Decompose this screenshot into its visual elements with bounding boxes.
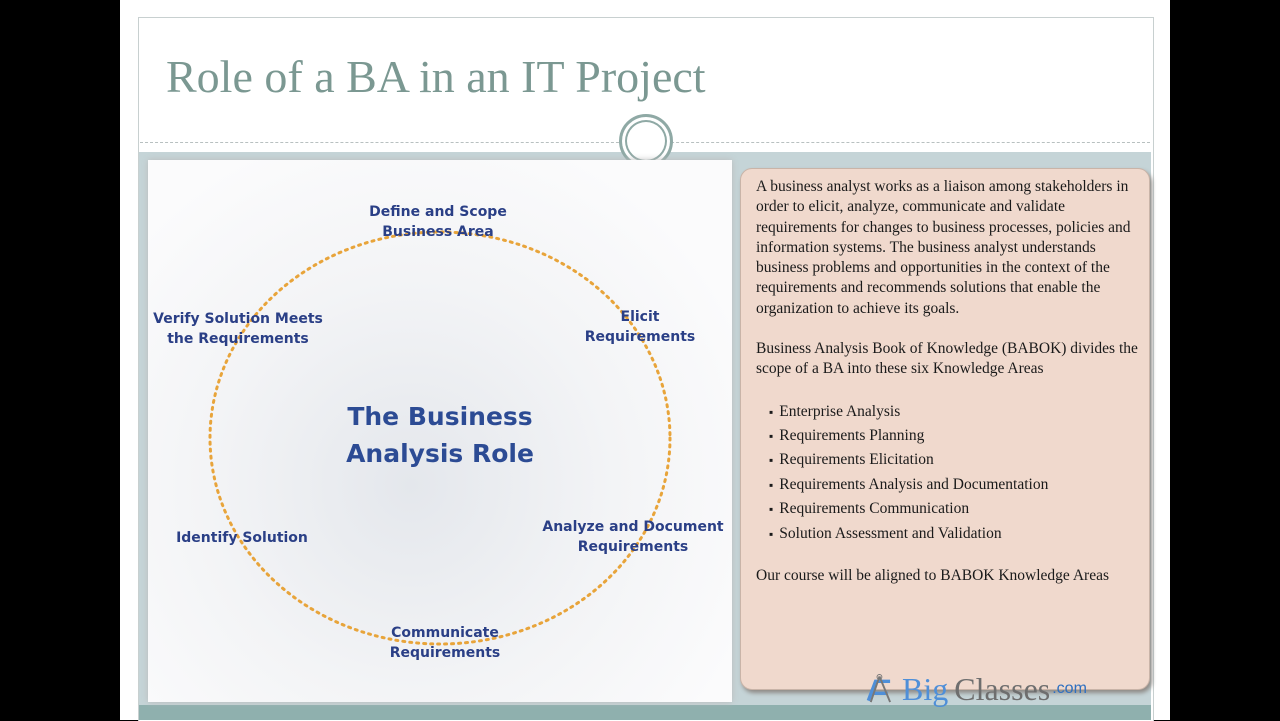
cycle-ring (208, 230, 672, 646)
course-note: Our course will be aligned to BABOK Know… (756, 567, 1109, 585)
description-box: A business analyst works as a liaison am… (740, 168, 1150, 690)
logo-classes: Classes (954, 671, 1051, 707)
bottom-strip (139, 705, 1151, 720)
knowledge-areas-list: Enterprise Analysis Requirements Plannin… (756, 400, 1141, 546)
compass-logo-icon (866, 674, 891, 703)
list-item: Solution Assessment and Validation (769, 522, 1141, 546)
list-item: Requirements Planning (769, 424, 1141, 448)
babok-paragraph: Business Analysis Book of Knowledge (BAB… (756, 340, 1138, 378)
list-item: Requirements Elicitation (769, 448, 1141, 472)
list-item: Requirements Communication (769, 497, 1141, 521)
logo-big: Big (902, 671, 949, 707)
circle-ornament-icon (619, 114, 673, 168)
bigclasses-logo: Big Classes .com (858, 671, 1087, 707)
node-identify-solution: Identify Solution (176, 530, 308, 546)
description-paragraph: A business analyst works as a liaison am… (756, 178, 1131, 317)
slide-title: Role of a BA in an IT Project (166, 51, 706, 102)
logo-com: .com (1052, 680, 1087, 697)
list-item: Enterprise Analysis (769, 400, 1141, 424)
list-item: Requirements Analysis and Documentation (769, 473, 1141, 497)
